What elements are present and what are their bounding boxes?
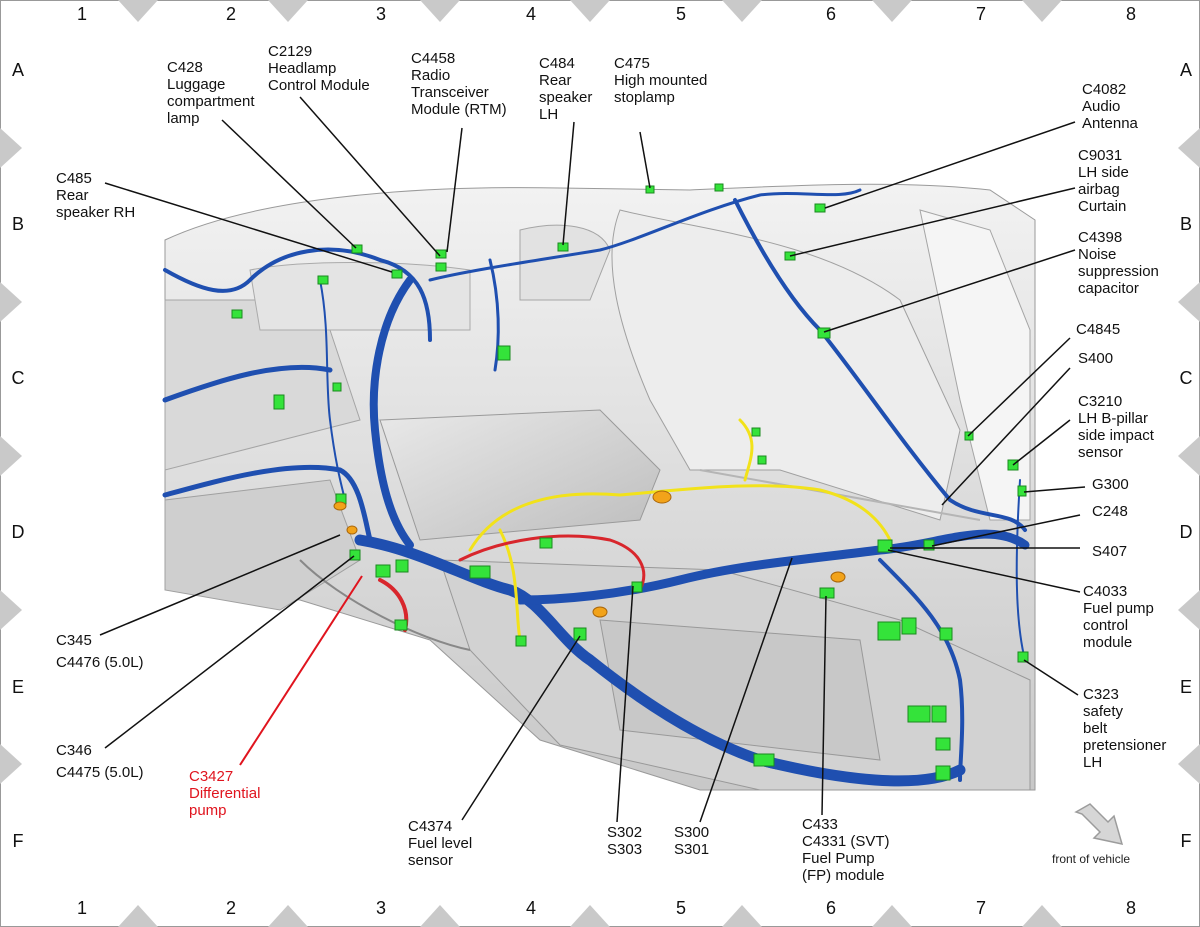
- grid-col-label-top: 6: [825, 4, 836, 24]
- grid-markers-bottom: [118, 905, 1062, 927]
- connectors: [231, 183, 1029, 781]
- callout-g300: G300: [1092, 476, 1129, 493]
- grid-row-label-left: F: [12, 831, 24, 851]
- grid-col-label-top: 2: [225, 4, 236, 24]
- grid-col-label-bottom: 4: [525, 898, 536, 918]
- grid-markers-right: [1178, 128, 1200, 784]
- grid-col-label-bottom: 2: [225, 898, 236, 918]
- front-of-vehicle-label: front of vehicle: [1052, 852, 1131, 866]
- grid-row-label-left: E: [11, 677, 24, 697]
- grid-col-label-bottom: 7: [975, 898, 986, 918]
- grid-row-label-left: B: [11, 214, 24, 234]
- callout-c4845: C4845: [1076, 321, 1121, 338]
- grid-row-label-right: A: [1179, 60, 1192, 80]
- grid-col-label-top: 3: [375, 4, 386, 24]
- grid-row-label-left: A: [11, 60, 24, 80]
- grid-col-label-bottom: 3: [375, 898, 386, 918]
- grid-row-label-left: C: [11, 368, 25, 388]
- callout-s407: S407: [1092, 543, 1128, 560]
- leader-lines: [99, 96, 1086, 823]
- grid-col-label-top: 4: [525, 4, 536, 24]
- grid-col-label-top: 5: [675, 4, 686, 24]
- leader-line-c3427: [239, 575, 363, 766]
- grid-row-label-right: C: [1179, 368, 1193, 388]
- grid-row-label-right: D: [1179, 522, 1193, 542]
- splice-points: [333, 490, 846, 618]
- wiring-harness: [162, 188, 1030, 787]
- grid-col-label-top: 7: [975, 4, 986, 24]
- grid-markers-top: [118, 0, 1062, 22]
- grid-col-label-bottom: 6: [825, 898, 836, 918]
- grid-row-label-left: D: [11, 522, 25, 542]
- grid-col-label-bottom: 5: [675, 898, 686, 918]
- grid-row-label-right: B: [1179, 214, 1192, 234]
- grid-col-label-top: 1: [76, 4, 87, 24]
- grid-col-label-top: 8: [1125, 4, 1136, 24]
- callout-c248: C248: [1092, 503, 1128, 520]
- callout-s400: S400: [1078, 350, 1114, 367]
- grid-markers-left: [0, 128, 22, 784]
- grid-row-label-right: E: [1179, 677, 1192, 697]
- grid-col-label-bottom: 8: [1125, 898, 1136, 918]
- grid-row-label-right: F: [1180, 831, 1192, 851]
- grid-col-label-bottom: 1: [76, 898, 87, 918]
- front-of-vehicle-arrow-icon: [1074, 803, 1124, 845]
